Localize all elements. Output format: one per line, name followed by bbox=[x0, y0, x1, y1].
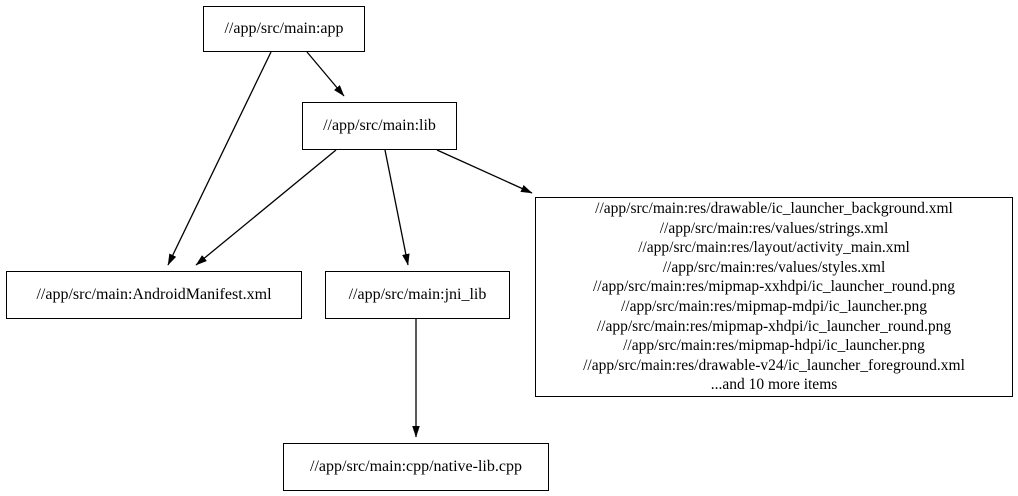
node-lib: //app/src/main:lib bbox=[302, 102, 457, 150]
node-native-lib-cpp: //app/src/main:cpp/native-lib.cpp bbox=[283, 443, 549, 491]
res-item: //app/src/main:res/mipmap-xxhdpi/ic_laun… bbox=[592, 278, 955, 296]
edge-lib-to-jni-lib bbox=[384, 149, 410, 266]
edge-app-to-lib bbox=[306, 51, 345, 97]
node-app-label: //app/src/main:app bbox=[224, 20, 344, 37]
res-item: //app/src/main:res/drawable/ic_launcher_… bbox=[595, 200, 953, 218]
node-res-group: //app/src/main:res/drawable/ic_launcher_… bbox=[535, 197, 1013, 397]
node-app: //app/src/main:app bbox=[203, 6, 365, 52]
node-jni-lib-label: //app/src/main:jni_lib bbox=[348, 286, 487, 303]
node-jni-lib: //app/src/main:jni_lib bbox=[325, 271, 510, 319]
res-item: //app/src/main:res/values/strings.xml bbox=[659, 219, 889, 237]
res-item: //app/src/main:res/drawable-v24/ic_launc… bbox=[583, 356, 965, 374]
res-item: //app/src/main:res/mipmap-hdpi/ic_launch… bbox=[623, 337, 925, 355]
res-item: //app/src/main:res/layout/activity_main.… bbox=[638, 239, 910, 257]
node-native-lib-cpp-label: //app/src/main:cpp/native-lib.cpp bbox=[310, 458, 522, 475]
res-item: //app/src/main:res/mipmap-mdpi/ic_launch… bbox=[620, 298, 928, 315]
res-item: //app/src/main:res/mipmap-xhdpi/ic_launc… bbox=[596, 317, 952, 335]
node-lib-label: //app/src/main:lib bbox=[323, 117, 436, 134]
res-item: //app/src/main:res/values/styles.xml bbox=[662, 258, 886, 276]
edge-lib-to-res-group bbox=[436, 149, 533, 194]
res-group-more-items: ...and 10 more items bbox=[710, 376, 838, 394]
edge-app-to-manifest bbox=[167, 51, 272, 266]
edge-lib-to-manifest bbox=[195, 149, 337, 266]
node-android-manifest: //app/src/main:AndroidManifest.xml bbox=[6, 271, 302, 319]
node-android-manifest-label: //app/src/main:AndroidManifest.xml bbox=[36, 286, 272, 303]
